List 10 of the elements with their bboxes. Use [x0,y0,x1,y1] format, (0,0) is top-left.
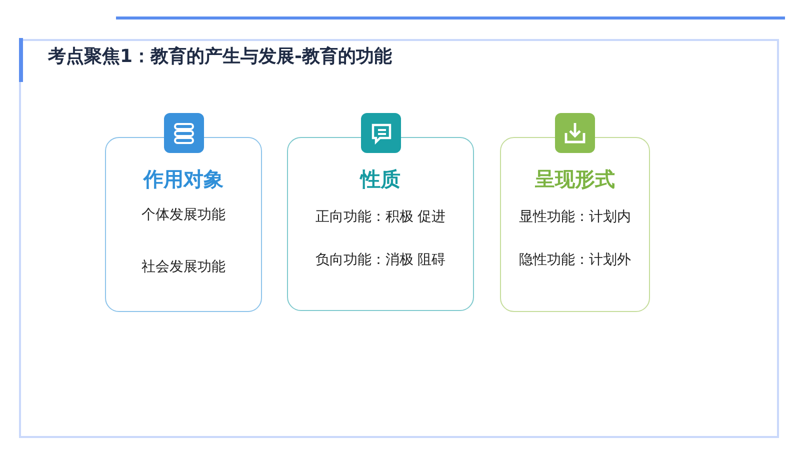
card-text: 社会发展功能 [140,258,226,276]
card-text: 正向功能：积极 促进 [314,208,447,226]
card-heading: 性质 [358,166,402,193]
card-text: 负向功能：消极 阻碍 [314,251,447,269]
card-heading: 作用对象 [142,166,224,193]
card-text: 显性功能：计划内 [518,208,632,226]
card-text: 隐性功能：计划外 [518,251,632,269]
card-text: 个体发展功能 [140,206,226,224]
title: 考点聚焦1：教育的产生与发展-教育的功能 [48,45,392,68]
card-heading: 呈现形式 [534,166,616,193]
